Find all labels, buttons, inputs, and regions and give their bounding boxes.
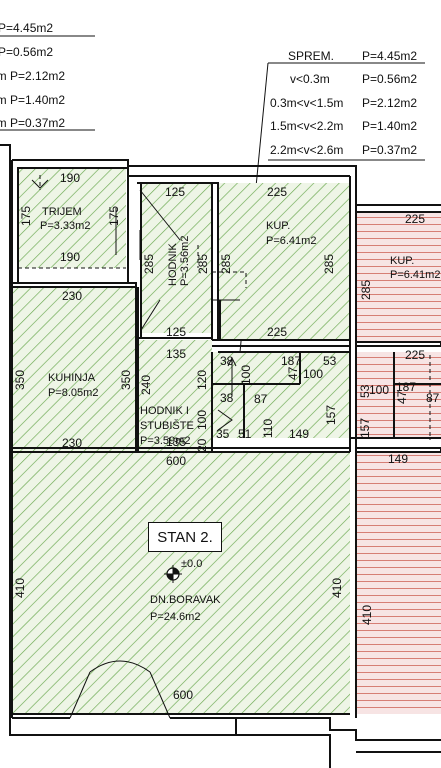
legend-title: SPREM. bbox=[288, 49, 335, 63]
legend-left-row-5: 6m P=0.37m2 bbox=[0, 116, 66, 130]
dashed-lines bbox=[18, 175, 431, 440]
dim-boravak-top: 600 bbox=[166, 454, 187, 468]
dim-right-47: 47 bbox=[395, 390, 409, 404]
kuhinja-area-label: P=8.05m2 bbox=[48, 387, 99, 399]
dim-kuhinja-bottom: 230 bbox=[62, 436, 83, 450]
kup-right-area-label: P=6.41m2 bbox=[390, 269, 441, 281]
dim-kup-right-side: 285 bbox=[359, 279, 373, 300]
dim-kuhinja-left: 350 bbox=[13, 369, 27, 390]
dim-100-vertical: 100 bbox=[239, 364, 253, 385]
hodnik-stubiste-name-1: HODNIK I bbox=[140, 405, 189, 417]
dim-149: 149 bbox=[289, 427, 310, 441]
dim-boravak-left: 410 bbox=[13, 577, 27, 598]
dim-187: 187 bbox=[281, 354, 302, 368]
dim-trijem-right: 175 bbox=[107, 205, 121, 226]
level-marker-icon bbox=[164, 565, 182, 583]
walls bbox=[0, 144, 441, 768]
hodnik-name: HODNIK bbox=[167, 243, 179, 286]
dim-right-187: 187 bbox=[396, 380, 417, 394]
dim-51: 51 bbox=[238, 427, 252, 441]
dim-38-bottom: 38 bbox=[220, 391, 234, 405]
legend-left-row-1: P=4.45m2 bbox=[0, 21, 54, 35]
kup-area-label: P=6.41m2 bbox=[266, 235, 317, 247]
dim-right-100: 100 bbox=[369, 383, 390, 397]
spremiste-area bbox=[212, 352, 350, 438]
dim-trijem-left: 175 bbox=[19, 205, 33, 226]
red-rooms bbox=[356, 212, 441, 714]
dim-boravak-right: 410 bbox=[330, 577, 344, 598]
dim-kuhinja-right: 350 bbox=[119, 369, 133, 390]
hodnik-stubiste-area bbox=[138, 340, 212, 452]
trijem-area-label: P=3.33m2 bbox=[40, 220, 91, 232]
door-swings bbox=[69, 189, 240, 719]
legend-area-3: P=1.40m2 bbox=[362, 119, 418, 133]
trijem-name: TRIJEM bbox=[42, 206, 82, 218]
dim-53: 53 bbox=[323, 354, 337, 368]
dim-100-horizontal: 100 bbox=[303, 367, 324, 381]
legend-left-row-2: P=0.56m2 bbox=[0, 45, 54, 59]
hodnik-area-label: P=3.56m2 bbox=[179, 235, 191, 286]
dim-47: 47 bbox=[286, 366, 300, 380]
dim-stubiste-100: 100 bbox=[195, 409, 209, 430]
legend-area-1: P=0.56m2 bbox=[362, 72, 418, 86]
dim-kup-right: 285 bbox=[322, 253, 336, 274]
dim-right-149: 149 bbox=[388, 452, 409, 466]
hodnik-stubiste-name-2: STUBIŠTE bbox=[140, 420, 194, 432]
kup-right-name: KUP. bbox=[390, 255, 415, 267]
legend-left-row-4: 2m P=1.40m2 bbox=[0, 93, 66, 107]
kuhinja-name: KUHINJA bbox=[48, 372, 96, 384]
dim-right-157: 157 bbox=[358, 417, 372, 438]
dim-kup-right-bottom: 225 bbox=[405, 348, 426, 362]
dim-35: 35 bbox=[216, 427, 230, 441]
dim-right-87: 87 bbox=[426, 391, 440, 405]
dim-stubiste-left: 240 bbox=[139, 374, 153, 395]
dim-87: 87 bbox=[254, 392, 268, 406]
boravak-name: DN.BORAVAK bbox=[150, 594, 221, 606]
legend-cond-2: 0.3m<v<1.5m bbox=[270, 96, 344, 110]
legend-cond-3: 1.5m<v<2.2m bbox=[270, 119, 344, 133]
legend-cond-4: 2.2m<v<2.6m bbox=[270, 143, 344, 157]
dim-38-top: 38 bbox=[220, 354, 234, 368]
kup-name: KUP. bbox=[266, 220, 291, 232]
legend-left-row-3: 5m P=2.12m2 bbox=[0, 69, 66, 83]
boravak-right-area bbox=[356, 452, 441, 714]
dim-stubiste-top: 135 bbox=[166, 347, 187, 361]
legend-cond-1: v<0.3m bbox=[290, 72, 330, 86]
dim-kup-left: 285 bbox=[219, 253, 233, 274]
dim-stubiste-right: 120 bbox=[195, 369, 209, 390]
dim-hodnik-right: 285 bbox=[196, 253, 210, 274]
dim-kup-bottom: 225 bbox=[267, 325, 288, 339]
legend-area-2: P=2.12m2 bbox=[362, 96, 418, 110]
stair-arrow bbox=[31, 179, 237, 395]
dim-kup-top: 225 bbox=[267, 185, 288, 199]
dim-boravak-bottom: 600 bbox=[173, 688, 194, 702]
dim-kup-right-top: 225 bbox=[405, 212, 426, 226]
level-label: ±0.0 bbox=[181, 558, 203, 570]
apartment-label: STAN 2. bbox=[148, 522, 222, 552]
boravak-area bbox=[12, 452, 350, 714]
legend-left-lines bbox=[0, 35, 95, 131]
dim-hodnik-left: 285 bbox=[142, 253, 156, 274]
dim-kuhinja-top: 230 bbox=[62, 289, 83, 303]
kup-area bbox=[218, 183, 350, 340]
legend-title-area: P=4.45m2 bbox=[362, 49, 418, 63]
kup-right-area bbox=[356, 212, 441, 342]
dim-stubiste-bottom: 135 bbox=[166, 435, 187, 449]
legend-area-4: P=0.37m2 bbox=[362, 143, 418, 157]
dim-hodnik-bottom: 125 bbox=[166, 325, 187, 339]
kuhinja-area bbox=[12, 287, 138, 452]
hodnik-area bbox=[141, 183, 212, 333]
dim-157: 157 bbox=[324, 404, 338, 425]
boravak-area-label: P=24.6m2 bbox=[150, 611, 201, 623]
dim-trijem-bottom: 190 bbox=[60, 250, 81, 264]
spremiste-right-area bbox=[356, 352, 441, 438]
dim-110: 110 bbox=[261, 418, 275, 438]
dim-stubiste-20: 20 bbox=[195, 438, 209, 452]
dim-trijem-top: 190 bbox=[60, 171, 81, 185]
hodnik-stubiste-area-label: P=3.59m2 bbox=[140, 435, 191, 447]
dim-hodnik-top: 125 bbox=[165, 185, 186, 199]
dim-boravak-right-neighbour: 410 bbox=[360, 604, 374, 625]
